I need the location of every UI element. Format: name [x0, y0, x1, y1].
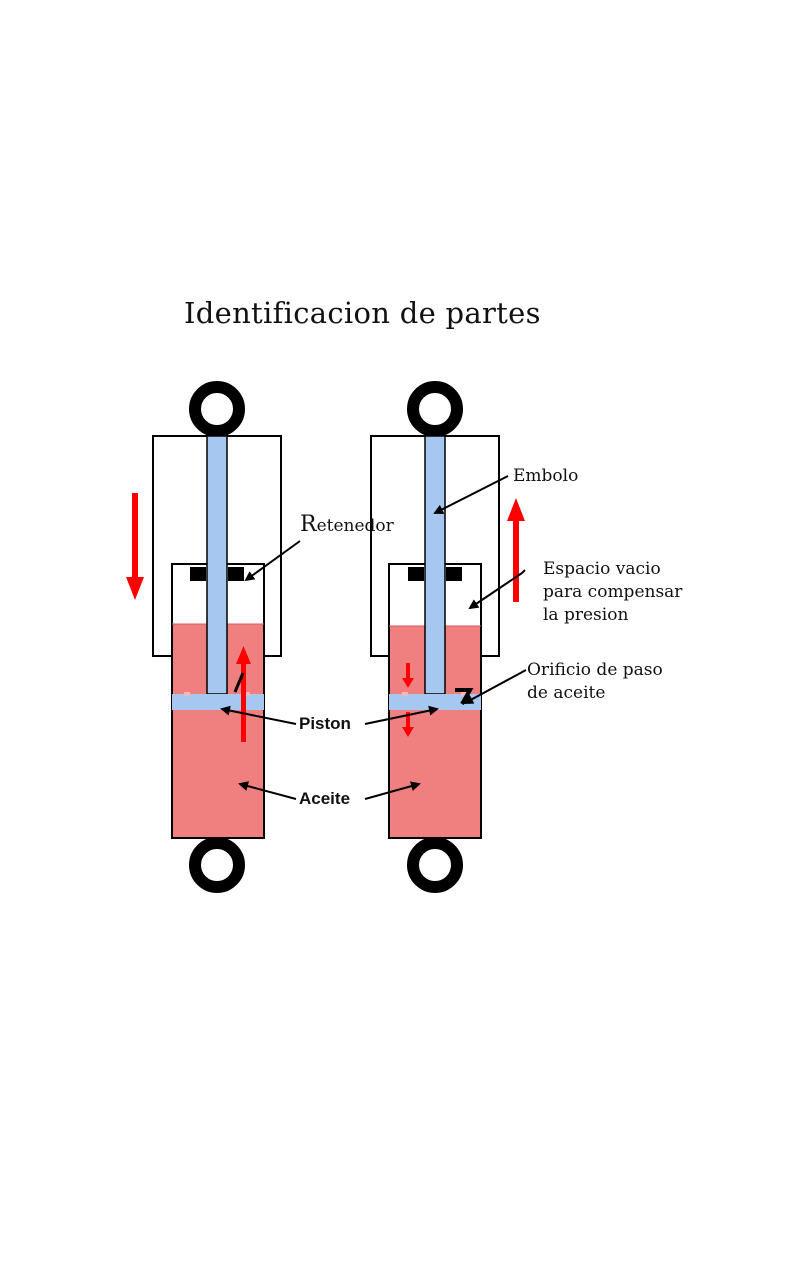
- right-shock-absorber: [370, 381, 525, 893]
- right-oil-flow-arrow-lower: [402, 712, 414, 737]
- left-bottom-mount-eye: [189, 837, 245, 893]
- right-piston-rod: [424, 435, 446, 695]
- left-compression-arrow: [126, 493, 144, 600]
- label-orificio-line1: Orificio de paso: [527, 660, 663, 680]
- right-seal-block-right: [446, 567, 462, 581]
- leader-espacio: [468, 572, 523, 610]
- right-extension-arrow: [507, 498, 525, 602]
- leader-aceite-left: [238, 781, 297, 800]
- leader-retenedor: [244, 540, 301, 582]
- leader-piston-right: [364, 705, 439, 725]
- right-top-mount-eye: [407, 381, 463, 437]
- label-orificio-line2: de aceite: [527, 683, 605, 703]
- label-retenedor: Retenedor: [300, 512, 395, 537]
- left-piston-rod: [206, 435, 228, 695]
- label-espacio-line2: para compensar: [543, 582, 683, 602]
- leader-piston-left: [220, 705, 297, 725]
- label-espacio-line1: Espacio vacio: [543, 559, 661, 579]
- label-aceite: Aceite: [299, 789, 350, 808]
- leader-orificio: [463, 669, 527, 704]
- label-espacio-line3: la presion: [543, 605, 628, 625]
- right-oil-flow-arrow-upper: [402, 663, 414, 688]
- leader-lines: [220, 475, 527, 800]
- label-embolo: Embolo: [513, 466, 578, 486]
- left-oil-flow-arrow: [236, 646, 251, 742]
- leader-embolo: [433, 475, 509, 514]
- left-shock-absorber: [126, 381, 282, 893]
- label-piston: Piston: [299, 714, 351, 733]
- left-piston: [172, 694, 264, 710]
- right-piston: [389, 694, 481, 710]
- right-seal-block-left: [408, 567, 424, 581]
- left-seal-block-left: [190, 567, 206, 581]
- right-bottom-mount-eye: [407, 837, 463, 893]
- leader-aceite-right: [364, 781, 421, 800]
- diagram-title: Identificacion de partes: [184, 296, 541, 330]
- left-seal-block-right: [228, 567, 244, 581]
- left-top-mount-eye: [189, 381, 245, 437]
